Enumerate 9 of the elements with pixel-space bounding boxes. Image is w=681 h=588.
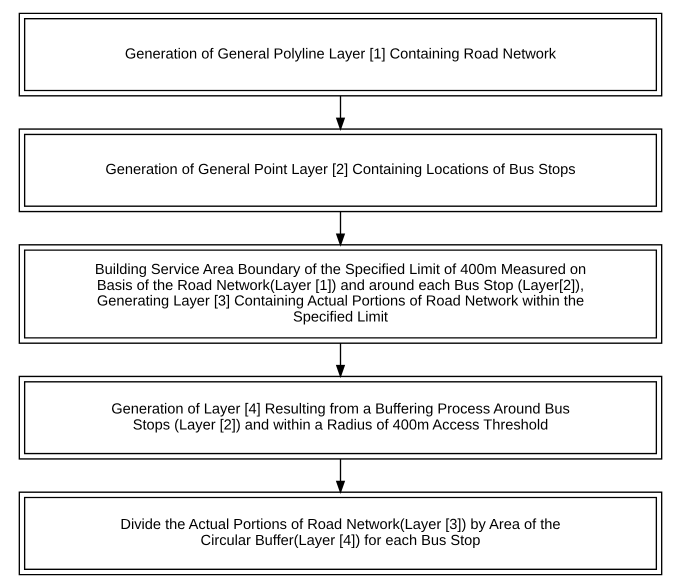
node-box: Building Service Area Boundary of the Specified Limit of 400m Measured on Basis of the Road Network(Layer [1]) and around each Bus Stop (Layer[2]), Generating Layer [3] Containing Actual Portions of Road Network within the Specified Limit bbox=[18, 244, 662, 344]
arrow bbox=[336, 459, 346, 494]
node-box: Generation of General Polyline Layer [1] Containing Road Network bbox=[18, 12, 662, 96]
arrow bbox=[336, 212, 346, 247]
node-box: Divide the Actual Portions of Road Network(Layer [3]) by Area of the Circular Buffer(Layer [4]) for each Bus Stop bbox=[18, 492, 662, 576]
node-box: Generation of Layer [4] Resulting from a Buffering Process Around Bus Stops (Layer [2]) and within a Radius of 400m Access Threshold bbox=[18, 376, 662, 460]
arrow bbox=[336, 344, 346, 378]
arrow bbox=[336, 96, 346, 131]
node-box: Generation of General Point Layer [2] Containing Locations of Bus Stops bbox=[18, 128, 662, 212]
